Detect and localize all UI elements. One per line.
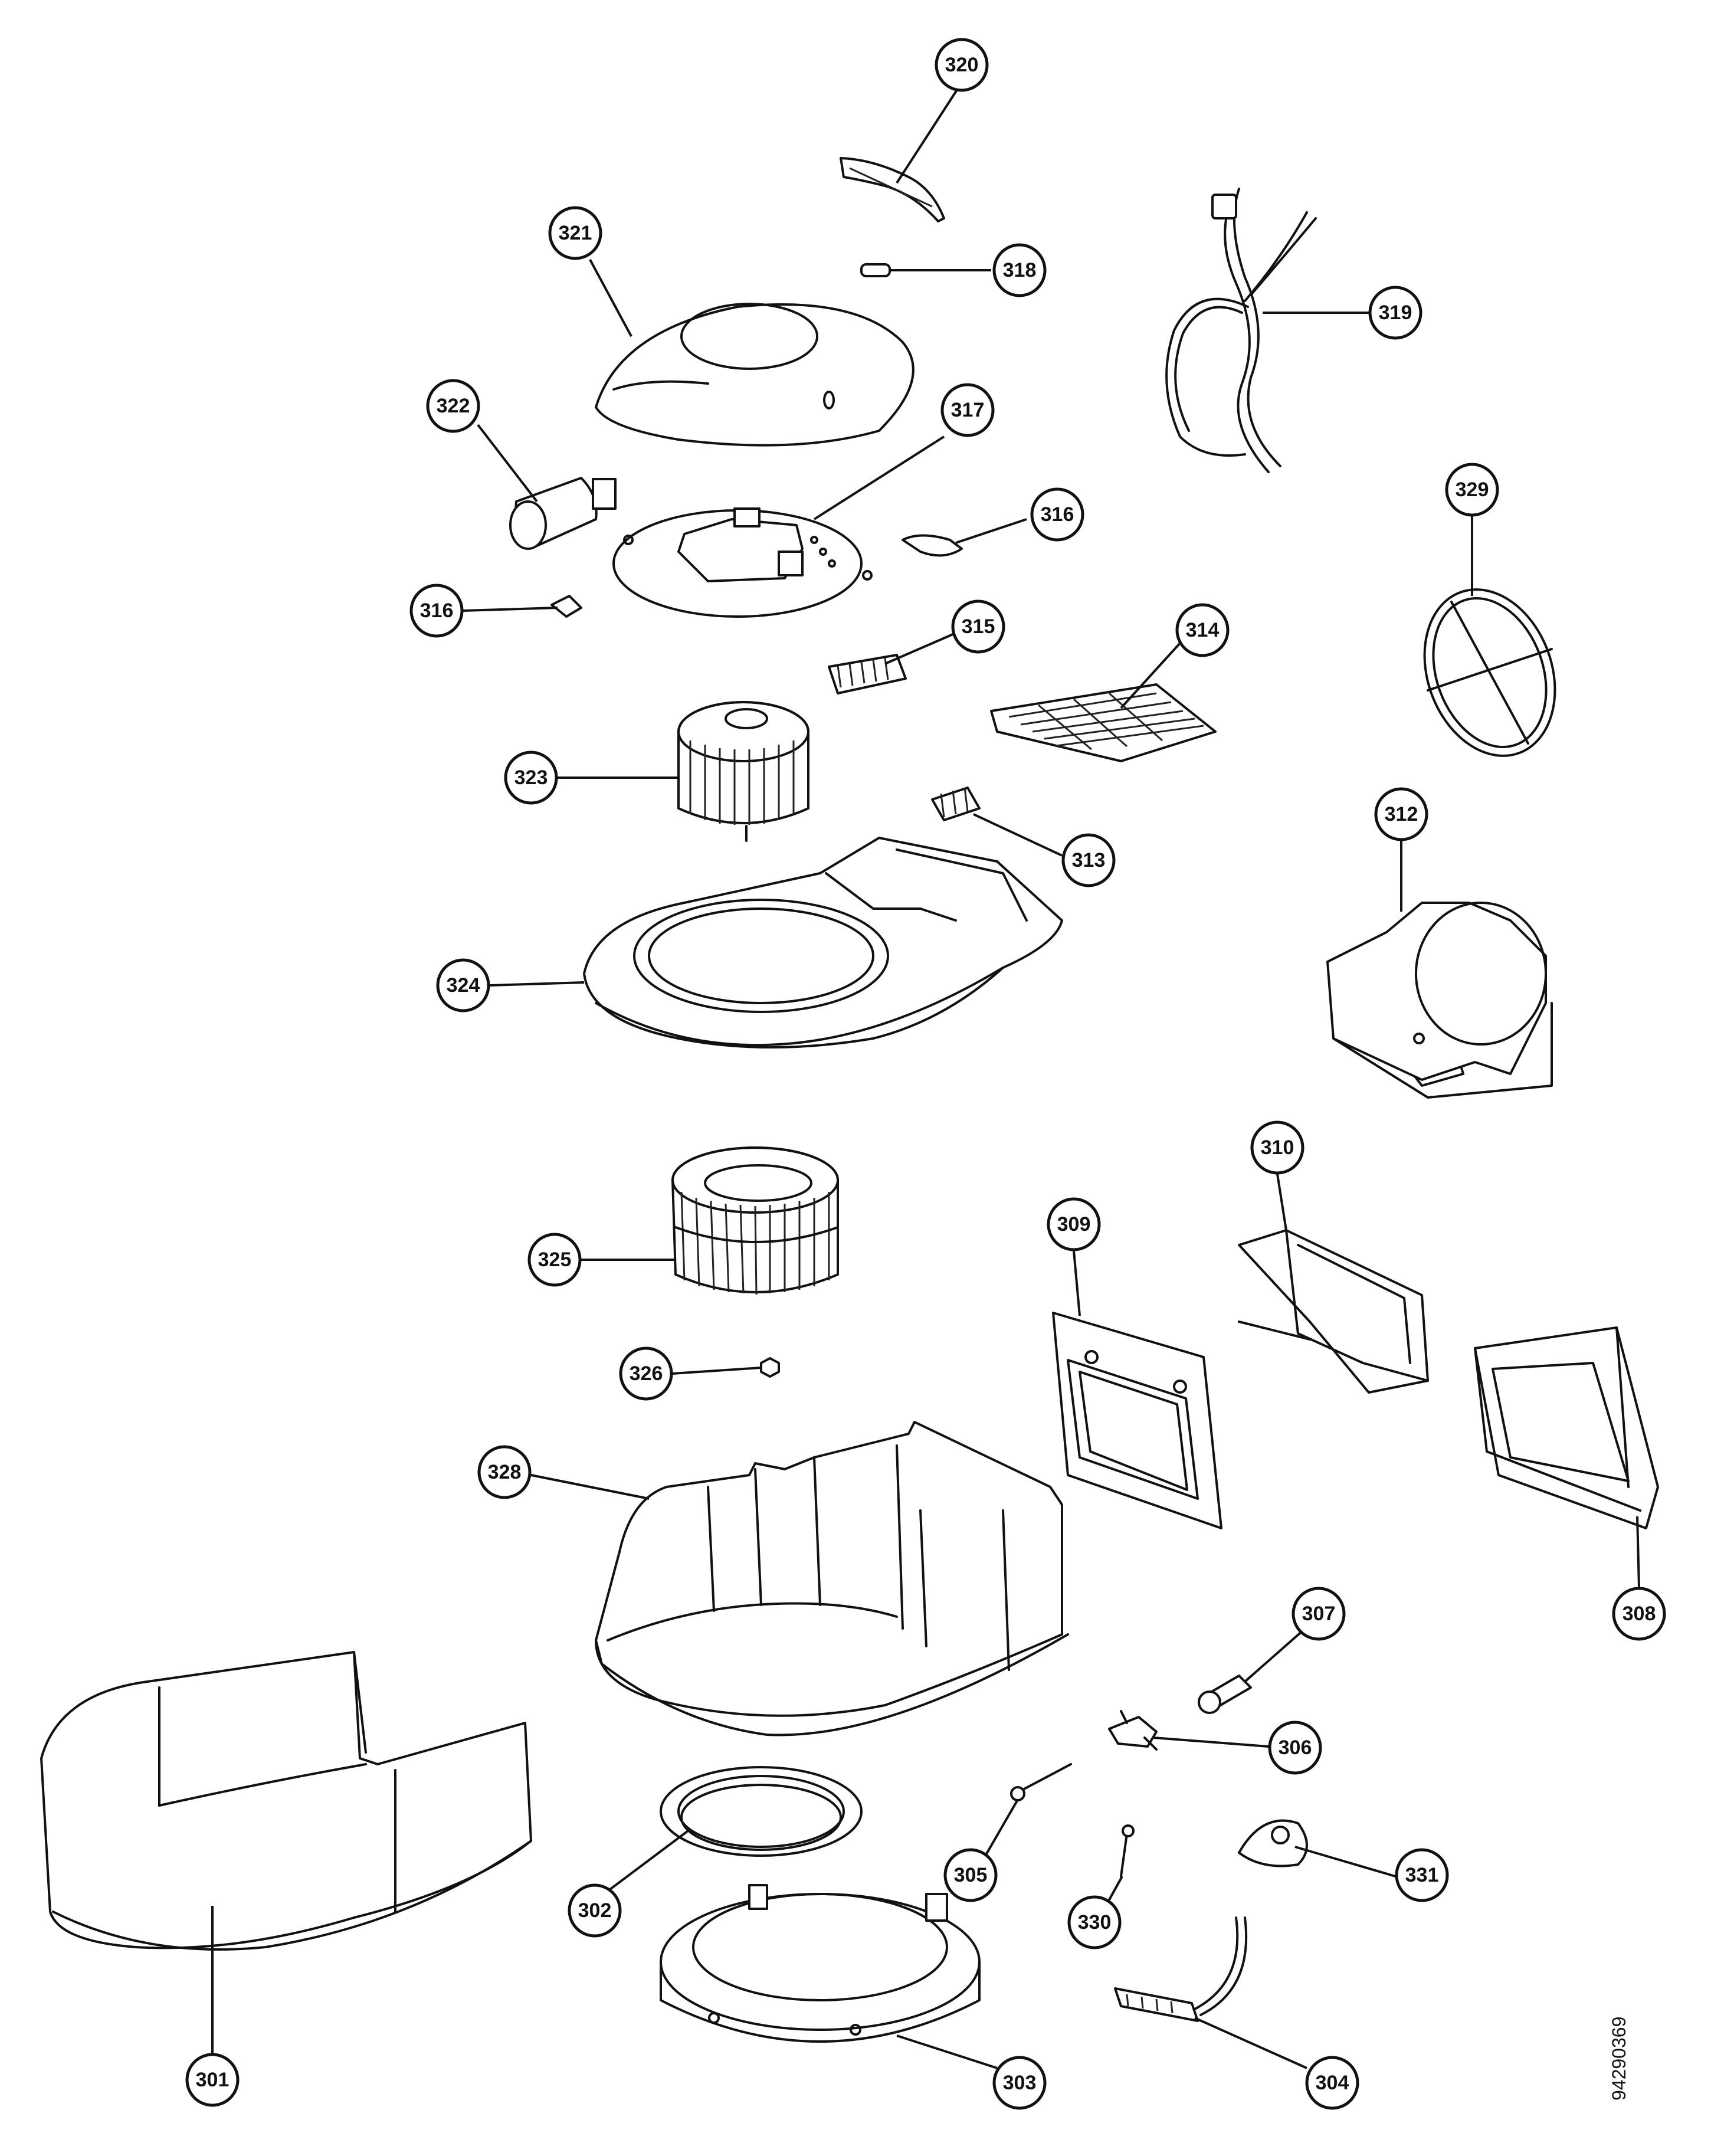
callout-325: 325 (527, 1233, 582, 1287)
callout-329: 329 (1445, 463, 1499, 517)
part-316-clip-left (550, 595, 582, 618)
callout-label: 310 (1261, 1136, 1294, 1159)
callout-324: 324 (436, 958, 490, 1013)
part-326-nut (760, 1357, 780, 1378)
part-329-round-grille (1423, 588, 1556, 757)
callout-321: 321 (548, 206, 602, 260)
callout-312: 312 (1374, 787, 1428, 841)
callout-313: 313 (1061, 833, 1116, 887)
callout-322: 322 (426, 379, 480, 433)
callout-label: 307 (1302, 1603, 1336, 1625)
callout-label: 321 (559, 222, 592, 244)
callout-label: 319 (1379, 302, 1412, 324)
part-322-capacitor (509, 477, 617, 550)
part-328-lower-housing (595, 1421, 1069, 1736)
part-331-knob (1238, 1819, 1308, 1867)
callout-label: 302 (578, 1899, 612, 1922)
callout-label: 323 (514, 766, 548, 789)
callout-label: 306 (1279, 1736, 1312, 1759)
part-308-outlet-flange (1474, 1326, 1659, 1529)
callout-label: 305 (954, 1864, 988, 1886)
part-315-terminal-block (828, 654, 907, 694)
callout-314: 314 (1175, 603, 1230, 657)
part-324-upper-housing (583, 837, 1063, 1048)
callout-307: 307 (1292, 1587, 1346, 1641)
callout-label: 315 (962, 615, 995, 638)
callout-label: 316 (1041, 503, 1074, 526)
part-320-deflector (840, 157, 945, 222)
callout-330: 330 (1067, 1895, 1122, 1949)
callout-label: 301 (196, 2069, 230, 2091)
callout-label: 330 (1078, 1911, 1112, 1934)
callout-label: 304 (1316, 2072, 1349, 2094)
callout-label: 329 (1456, 479, 1489, 501)
callout-301: 301 (185, 2053, 240, 2107)
callout-305: 305 (943, 1848, 998, 1902)
part-309-gasket-plate (1052, 1312, 1222, 1529)
callout-label: 317 (951, 399, 985, 421)
part-312-outlet-duct (1326, 902, 1553, 1099)
callout-label: 313 (1072, 849, 1106, 871)
part-313-terminal-connector (931, 787, 981, 821)
callout-331: 331 (1395, 1848, 1449, 1902)
callout-309: 309 (1047, 1197, 1101, 1251)
callout-label: 328 (488, 1461, 522, 1483)
part-303-mounting-ring (660, 1884, 981, 2043)
part-323-motor (677, 701, 809, 842)
part-302-ring-gasket (660, 1766, 863, 1857)
part-325-blower-wheel (671, 1146, 839, 1295)
callout-326: 326 (619, 1346, 673, 1401)
callout-323: 323 (504, 751, 558, 805)
part-307-grommet (1198, 1675, 1252, 1714)
callout-label: 308 (1622, 1603, 1656, 1625)
callout-316-right: 316 (1030, 487, 1084, 542)
callout-label: 324 (447, 974, 480, 997)
callout-319: 319 (1368, 286, 1422, 340)
callout-label: 320 (945, 54, 979, 76)
callout-303: 303 (992, 2056, 1047, 2110)
callout-label: 325 (538, 1249, 572, 1271)
part-304-connector (1114, 1916, 1248, 2022)
callout-315: 315 (951, 599, 1005, 654)
part-310-outlet-adapter (1238, 1229, 1429, 1394)
part-318-clip (860, 263, 891, 277)
part-319-power-cable (1165, 188, 1317, 473)
callout-label: 318 (1003, 259, 1037, 281)
part-306-switch (1108, 1710, 1158, 1751)
callout-328: 328 (477, 1445, 532, 1499)
callout-306: 306 (1268, 1721, 1322, 1775)
callout-310: 310 (1250, 1120, 1304, 1175)
part-314-rect-grille (990, 683, 1217, 762)
document-number: 94290369 (1608, 2017, 1630, 2101)
callout-label: 303 (1003, 2072, 1037, 2094)
callout-label: 316 (420, 599, 454, 622)
callout-label: 309 (1057, 1213, 1091, 1236)
callout-318: 318 (992, 243, 1047, 297)
callout-317: 317 (940, 383, 995, 437)
callout-label: 312 (1385, 803, 1418, 825)
callout-label: 322 (437, 395, 470, 417)
part-330-screw (1120, 1824, 1135, 1878)
callout-label: 331 (1405, 1864, 1439, 1886)
callout-316-left: 316 (409, 584, 464, 638)
part-301-shroud (40, 1651, 532, 1951)
callout-302: 302 (568, 1883, 622, 1938)
callout-320: 320 (935, 38, 989, 92)
part-321-dome-cover (595, 303, 914, 447)
part-305-screw (1010, 1763, 1072, 1801)
callout-308: 308 (1612, 1587, 1666, 1641)
callout-label: 314 (1186, 619, 1220, 641)
callout-304: 304 (1305, 2056, 1359, 2110)
part-317-motor-bracket (612, 507, 873, 618)
part-316-clip-right (902, 534, 963, 557)
callout-label: 326 (630, 1362, 663, 1385)
